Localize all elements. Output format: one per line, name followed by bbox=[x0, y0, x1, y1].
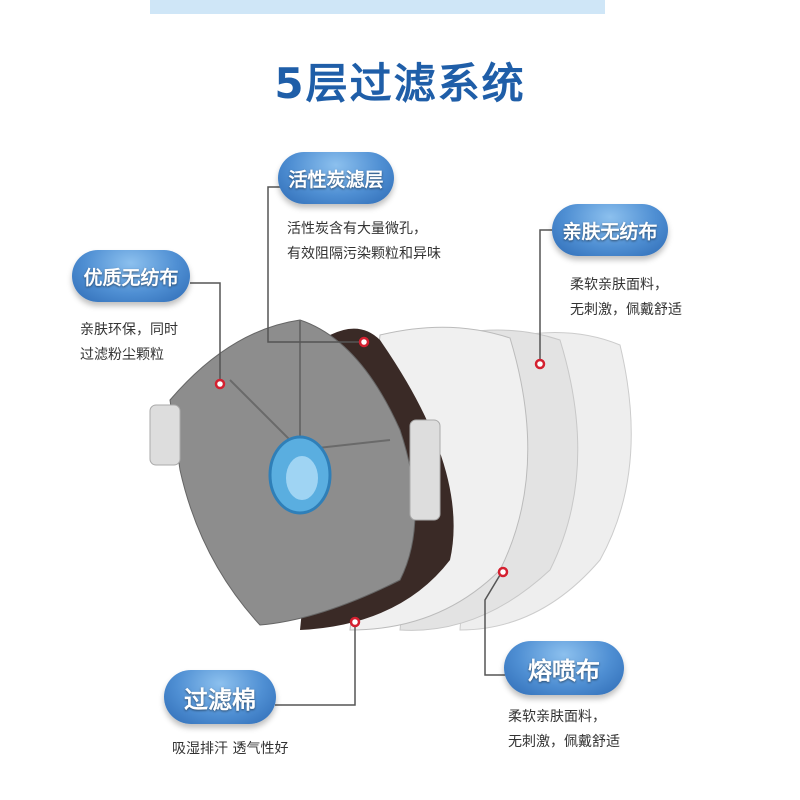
ear-strap-right bbox=[409, 419, 441, 521]
marker-filter-cotton bbox=[349, 616, 361, 628]
label-meltblown: 熔喷布 bbox=[504, 641, 624, 695]
desc-line: 柔软亲肤面料， bbox=[508, 709, 606, 725]
marker-skin-nonwoven bbox=[534, 358, 546, 370]
desc-line: 有效阻隔污染颗粒和异味 bbox=[287, 246, 441, 262]
desc-line: 无刺激，佩戴舒适 bbox=[570, 302, 682, 318]
desc-meltblown: 柔软亲肤面料， 无刺激，佩戴舒适 bbox=[508, 705, 620, 755]
desc-skin-nonwoven: 柔软亲肤面料， 无刺激，佩戴舒适 bbox=[570, 273, 682, 323]
marker-meltblown bbox=[497, 566, 509, 578]
page-title: 5层过滤系统 bbox=[274, 59, 526, 108]
desc-line: 活性炭含有大量微孔， bbox=[287, 221, 427, 237]
label-skin-nonwoven: 亲肤无纺布 bbox=[552, 204, 668, 256]
desc-outer-nonwoven: 亲肤环保，同时 过滤粉尘颗粒 bbox=[80, 318, 178, 368]
desc-filter-cotton: 吸湿排汗 透气性好 bbox=[172, 737, 288, 762]
ear-strap-left bbox=[149, 404, 181, 466]
marker-activated-carbon bbox=[358, 336, 370, 348]
desc-line: 无刺激，佩戴舒适 bbox=[508, 734, 620, 750]
label-outer-nonwoven: 优质无纺布 bbox=[72, 250, 190, 302]
desc-activated-carbon: 活性炭含有大量微孔， 有效阻隔污染颗粒和异味 bbox=[287, 217, 441, 267]
desc-line: 过滤粉尘颗粒 bbox=[80, 347, 164, 363]
marker-outer-nonwoven bbox=[214, 378, 226, 390]
label-filter-cotton: 过滤棉 bbox=[164, 670, 276, 724]
label-activated-carbon: 活性炭滤层 bbox=[278, 152, 394, 204]
top-banner-bar bbox=[150, 0, 605, 14]
desc-line: 吸湿排汗 透气性好 bbox=[172, 741, 289, 757]
desc-line: 柔软亲肤面料， bbox=[570, 277, 668, 293]
desc-line: 亲肤环保，同时 bbox=[80, 322, 178, 338]
